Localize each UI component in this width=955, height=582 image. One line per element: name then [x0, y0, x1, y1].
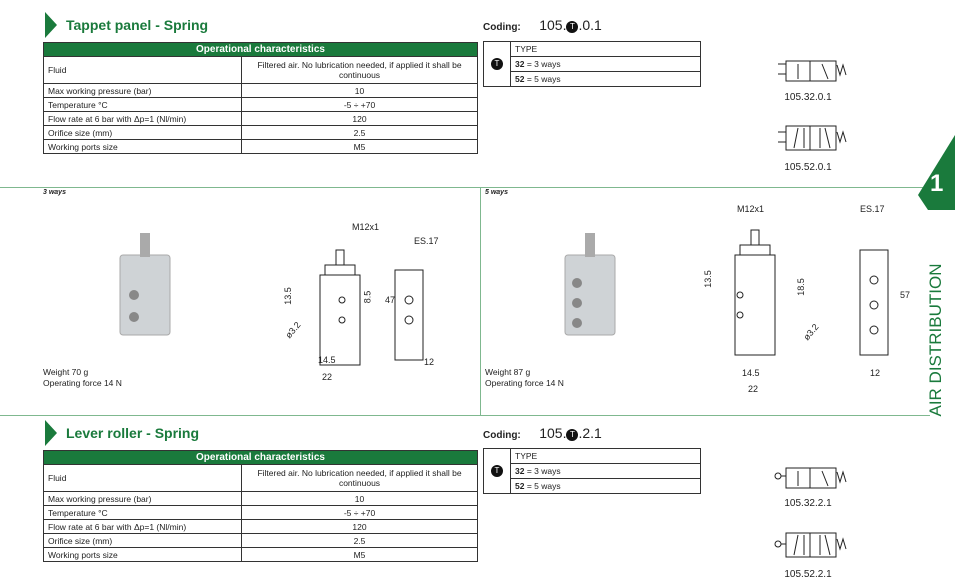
valve-symbol-5way-icon: [774, 532, 847, 558]
product-photo-3way: [119, 233, 171, 336]
coding-label: Coding:: [483, 22, 521, 33]
dim-label: 22: [748, 384, 759, 394]
row-label: Working ports size: [43, 547, 242, 562]
row-value: 2.5: [241, 125, 478, 140]
dim-label: ES.17: [860, 204, 885, 214]
type-code: 52: [515, 74, 525, 84]
type-table: T TYPE 32 = 3 ways 52 = 5 ways: [483, 41, 701, 87]
valve-symbol-5way-icon: [778, 125, 847, 151]
row-value: M5: [241, 547, 478, 562]
weight: Weight 70 g: [43, 367, 89, 377]
dim-label: M12x1: [352, 222, 380, 232]
dim-label: 14.5: [742, 368, 760, 378]
type-marker-icon: T: [491, 465, 503, 477]
dim-label: 14.5: [318, 355, 336, 365]
dim-label: 22: [322, 372, 333, 382]
dim-label: 13.5: [702, 270, 713, 288]
valve-symbol-3way-icon: [778, 60, 847, 82]
variant-label: 3 ways: [43, 189, 66, 196]
dim-label: 12: [424, 357, 435, 367]
row-label: Flow rate at 6 bar with Δp=1 (Nl/min): [43, 519, 242, 534]
divider: [0, 415, 930, 416]
row-label: Temperature °C: [43, 97, 242, 112]
row-label: Fluid: [43, 56, 242, 84]
weight: Weight 87 g: [485, 367, 531, 377]
dim-label: 12: [870, 368, 881, 378]
operating-force: Operating force 14 N: [485, 378, 564, 388]
side-tab-shape: [918, 135, 955, 210]
row-label: Flow rate at 6 bar with Δp=1 (Nl/min): [43, 111, 242, 126]
dim-label: 13.5: [282, 287, 293, 305]
symbol-caption: 105.52.2.1: [784, 569, 832, 580]
coding-value: 105.T.2.1: [539, 425, 602, 441]
row-label: Max working pressure (bar): [43, 491, 242, 506]
type-text: = 3 ways: [526, 59, 561, 69]
row-label: Fluid: [43, 464, 242, 492]
row-value: M5: [241, 139, 478, 154]
coding: Coding: 105.T.2.1: [483, 425, 602, 443]
type-marker-icon: T: [491, 58, 503, 70]
dim-label: 57: [900, 290, 911, 300]
type-header: TYPE: [510, 448, 701, 464]
coding-suffix: .0.1: [578, 17, 602, 33]
row-value: -5 ÷ +70: [241, 97, 478, 112]
row-value: 10: [241, 491, 478, 506]
type-code: 52: [515, 481, 525, 491]
dim-label: M12x1: [737, 204, 765, 214]
type-header: TYPE: [510, 41, 701, 57]
coding-label: Coding:: [483, 430, 521, 441]
coding-prefix: 105.: [539, 17, 567, 33]
row-value: 120: [241, 519, 478, 534]
row-value: -5 ÷ +70: [241, 505, 478, 520]
row-label: Temperature °C: [43, 505, 242, 520]
divider: [480, 187, 481, 415]
symbol-caption: 105.32.0.1: [784, 92, 832, 103]
type-text: = 5 ways: [526, 481, 561, 491]
coding: Coding: 105.T.0.1: [483, 17, 602, 35]
row-value: 10: [241, 83, 478, 98]
section-arrow-icon: [45, 420, 57, 446]
coding-prefix: 105.: [539, 425, 567, 441]
row-value: 2.5: [241, 533, 478, 548]
coding-value: 105.T.0.1: [539, 17, 602, 33]
side-tab-label: AIR DISTRIBUTION: [926, 263, 945, 417]
divider: [0, 187, 945, 188]
dim-label: ES.17: [414, 236, 439, 246]
valve-symbol-3way-icon: [774, 467, 847, 489]
row-value: Filtered air. No lubrication needed, if …: [241, 464, 478, 492]
dim-label: 8.5: [362, 290, 373, 304]
coding-marker-icon: T: [566, 21, 579, 33]
row-label: Orifice size (mm): [43, 125, 242, 140]
type-table: T TYPE 32 = 3 ways 52 = 5 ways: [483, 448, 701, 494]
table-header: Operational characteristics: [43, 42, 478, 57]
dimension-drawing-3way: [319, 249, 424, 366]
dim-label: 18.5: [795, 278, 806, 296]
row-value: Filtered air. No lubrication needed, if …: [241, 56, 478, 84]
type-text: = 5 ways: [526, 74, 561, 84]
product-photo-5way: [564, 233, 616, 336]
row-label: Working ports size: [43, 139, 242, 154]
type-text: = 3 ways: [526, 466, 561, 476]
row-label: Orifice size (mm): [43, 533, 242, 548]
section-title: Lever roller - Spring: [66, 425, 200, 441]
section-title: Tappet panel - Spring: [66, 17, 209, 33]
section-arrow-icon: [45, 12, 57, 38]
table-header: Operational characteristics: [43, 450, 478, 465]
symbol-caption: 105.32.2.1: [784, 498, 832, 509]
row-label: Max working pressure (bar): [43, 83, 242, 98]
symbol-caption: 105.52.0.1: [784, 162, 832, 173]
dimension-drawing-5way: [734, 229, 889, 356]
side-tab-number: 1: [930, 170, 944, 197]
row-value: 120: [241, 111, 478, 126]
operating-force: Operating force 14 N: [43, 378, 122, 388]
variant-label: 5 ways: [485, 189, 508, 196]
dim-label: 47: [385, 295, 396, 305]
type-code: 32: [515, 466, 525, 476]
coding-marker-icon: T: [566, 429, 579, 441]
type-code: 32: [515, 59, 525, 69]
coding-suffix: .2.1: [578, 425, 602, 441]
